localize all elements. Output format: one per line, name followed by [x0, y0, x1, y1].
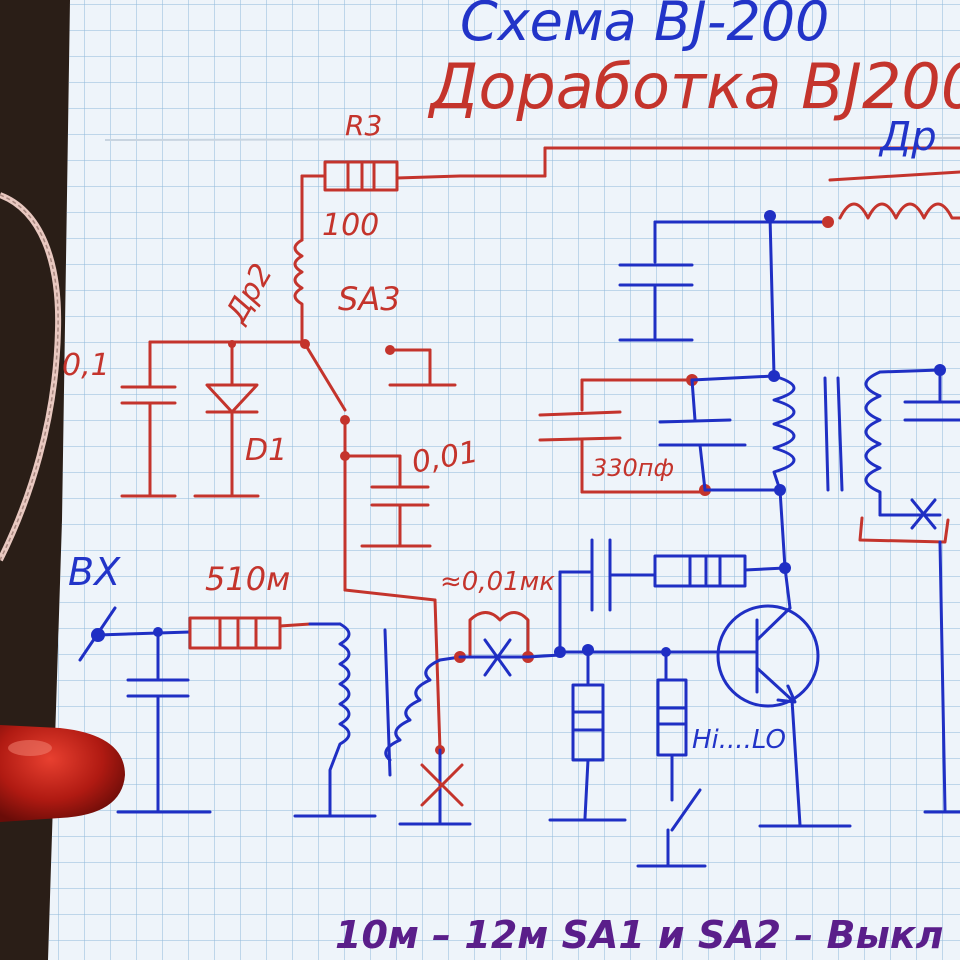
label-r3: R3 [345, 109, 382, 142]
label-dr-right: Др [878, 114, 937, 160]
switch-sa3 [148, 339, 457, 752]
label-res-510: 510м [205, 560, 290, 598]
input-bx-terminal [78, 606, 212, 814]
resistor-r3 [300, 146, 960, 242]
label-sa3: SA3 [338, 280, 401, 318]
output-transformer [772, 364, 960, 570]
title-main: Доработка BJ200 [427, 50, 960, 123]
base-network [548, 538, 791, 868]
transistor [716, 566, 852, 828]
capacitor-330pf [538, 370, 786, 496]
label-cap-0-1: 0,1 [62, 348, 110, 383]
paper-fold [104, 137, 960, 141]
capacitor-0-1 [120, 340, 177, 498]
red-pen-cap [0, 725, 125, 822]
diode-d1 [193, 340, 260, 498]
label-cap-0-01-mk: ≈0,01мк [440, 567, 555, 597]
title-top: Схема BJ-200 [460, 0, 829, 53]
label-d1: D1 [245, 433, 287, 468]
right-edge-wire [938, 540, 947, 812]
capacitor-0-01 [340, 451, 432, 548]
label-cap-330: 330пф [592, 454, 674, 482]
bottom-note: 10м – 12м SA1 и SA2 – Выкл [335, 913, 944, 957]
label-r3-value: 100 [322, 208, 379, 243]
label-hi-lo: Hi....LO [692, 725, 786, 755]
choke-dr2 [293, 238, 304, 342]
capacitor-0-01-mk [454, 611, 562, 677]
resistor-510 [188, 616, 342, 650]
tank-top-rail: Др [618, 114, 960, 377]
input-transformer [293, 622, 472, 826]
label-bx: BX [68, 550, 121, 594]
